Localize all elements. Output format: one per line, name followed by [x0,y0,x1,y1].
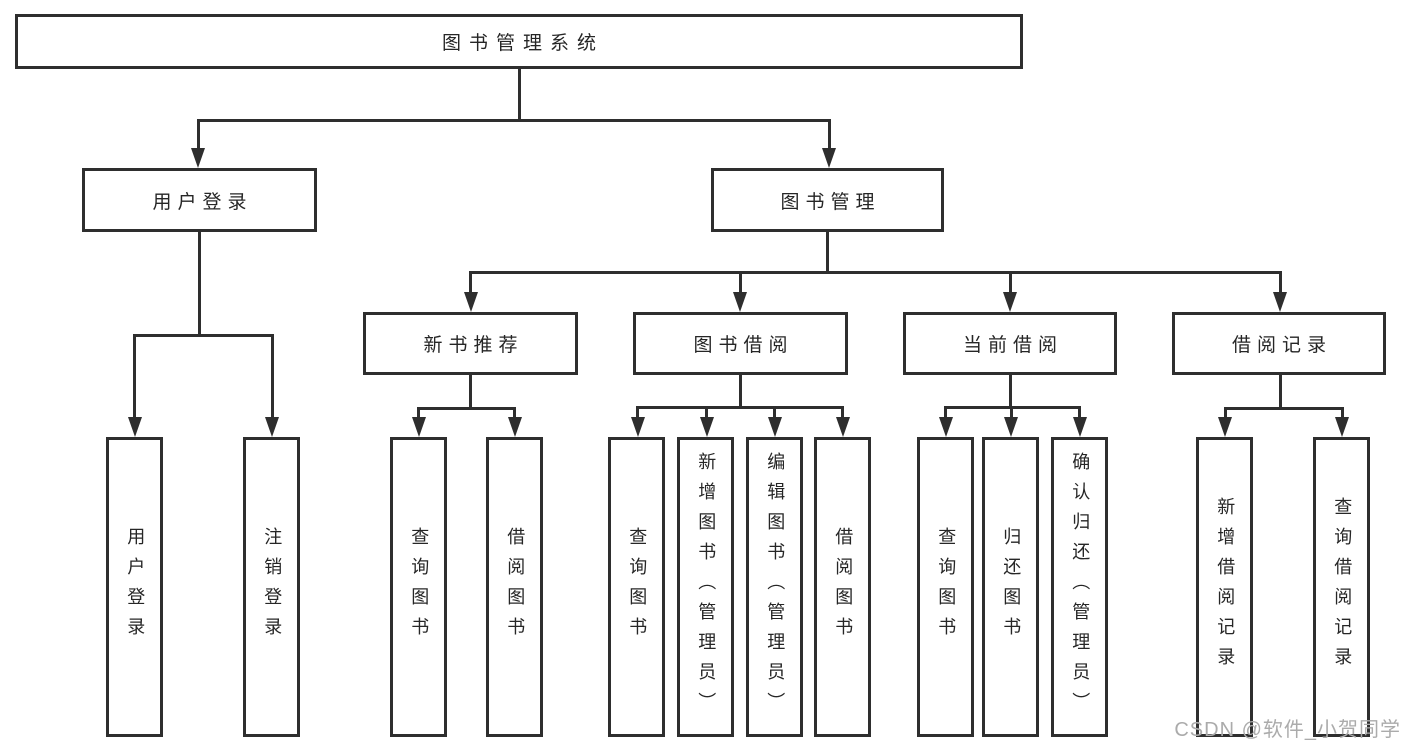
node-new-book-recommend-label: 新书推荐 [423,335,524,356]
arrow-stem [270,333,274,422]
leaf-borrow-query-books-label: 查询图书 [627,527,648,647]
node-book-borrow: 图书借阅 [633,312,848,375]
connector-rail [133,333,274,337]
node-root: 图书管理系统 [15,14,1023,69]
leaf-rec-borrow-books: 借阅图书 [486,437,543,737]
leaf-rec-borrow-books-label: 借阅图书 [505,527,526,647]
connector-rail [417,406,516,410]
arrowhead-icon [733,292,747,312]
leaf-add-books-admin-label: 新增图书（管理员） [696,452,717,722]
arrow-stem [827,118,831,153]
node-borrow-records-label: 借阅记录 [1231,335,1332,356]
arrow-stem [1278,270,1282,297]
connector-rail [196,118,831,122]
arrowhead-icon [767,417,782,437]
leaf-return-books: 归还图书 [982,437,1039,737]
connector-rail [944,405,1081,409]
arrowhead-icon [822,148,836,168]
leaf-user-login: 用户登录 [106,437,163,737]
node-root-label: 图书管理系统 [441,33,604,54]
arrowhead-icon [463,292,478,312]
arrowhead-icon [699,417,714,437]
arrowhead-icon [835,417,850,437]
node-book-management: 图书管理 [711,168,944,232]
connector-stub [198,232,201,336]
node-current-borrow: 当前借阅 [903,312,1117,375]
leaf-query-borrow-record-label: 查询借阅记录 [1332,497,1353,677]
arrowhead-icon [1003,292,1017,312]
node-current-borrow-label: 当前借阅 [962,335,1063,356]
arrow-stem [944,405,947,421]
arrow-stem [738,270,742,297]
arrow-stem [1223,406,1227,421]
leaf-current-query-books-label: 查询图书 [936,527,957,647]
leaf-borrow-query-books: 查询图书 [608,437,665,737]
leaf-add-borrow-record-label: 新增借阅记录 [1215,497,1236,677]
arrowhead-icon [1273,292,1287,312]
arrowhead-icon [127,417,142,437]
leaf-current-query-books: 查询图书 [917,437,974,737]
arrowhead-icon [191,148,205,168]
arrowhead-icon [265,417,279,437]
leaf-query-borrow-record: 查询借阅记录 [1313,437,1370,737]
leaf-user-login-label: 用户登录 [125,527,146,647]
leaf-logout: 注销登录 [243,437,300,737]
leaf-rec-query-books: 查询图书 [390,437,447,737]
node-user-login: 用户登录 [82,168,317,232]
leaf-confirm-return-admin-label: 确认归还（管理员） [1070,452,1091,722]
arrow-stem [196,118,200,153]
connector-rail [469,270,1282,274]
arrow-stem [469,270,472,297]
arrowhead-icon [630,417,645,437]
arrow-stem [1078,405,1081,421]
arrowhead-icon [1335,417,1349,437]
watermark: CSDN @软件_小贺同学 [1174,719,1401,741]
connector-stub [826,232,829,274]
leaf-borrow-books: 借阅图书 [814,437,871,737]
arrow-stem [841,405,844,421]
leaf-add-borrow-record: 新增借阅记录 [1196,437,1253,737]
connector-rail [636,405,844,409]
arrowhead-icon [938,417,953,437]
arrow-stem [513,406,516,421]
connector-stub [738,375,742,409]
arrow-stem [773,405,776,421]
arrow-stem [417,406,420,421]
leaf-return-books-label: 归还图书 [1001,527,1022,647]
arrowhead-icon [507,417,522,437]
arrowhead-icon [1072,417,1087,437]
leaf-edit-books-admin-label: 编辑图书（管理员） [765,452,786,722]
connector-stub [469,375,472,409]
arrowhead-icon [411,417,426,437]
node-book-management-label: 图书管理 [780,191,881,213]
arrow-stem [133,333,136,422]
leaf-logout-label: 注销登录 [262,527,283,647]
leaf-add-books-admin: 新增图书（管理员） [677,437,734,737]
connector-stub [517,69,521,121]
arrow-stem [1340,406,1344,421]
connector-rail [1223,406,1344,410]
arrow-stem [705,405,708,421]
node-user-login-label: 用户登录 [152,191,253,213]
leaf-borrow-books-label: 借阅图书 [833,527,854,647]
leaf-confirm-return-admin: 确认归还（管理员） [1051,437,1108,737]
arrow-stem [1009,405,1013,421]
arrow-stem [1008,270,1012,297]
connector-stub [1278,375,1282,409]
arrowhead-icon [1004,417,1018,437]
arrowhead-icon [1218,417,1232,437]
node-book-borrow-label: 图书借阅 [693,335,794,356]
arrow-stem [636,405,639,421]
leaf-rec-query-books-label: 查询图书 [409,527,430,647]
node-new-book-recommend: 新书推荐 [363,312,578,375]
leaf-edit-books-admin: 编辑图书（管理员） [746,437,803,737]
connector-stub [1008,375,1012,409]
node-borrow-records: 借阅记录 [1172,312,1386,375]
